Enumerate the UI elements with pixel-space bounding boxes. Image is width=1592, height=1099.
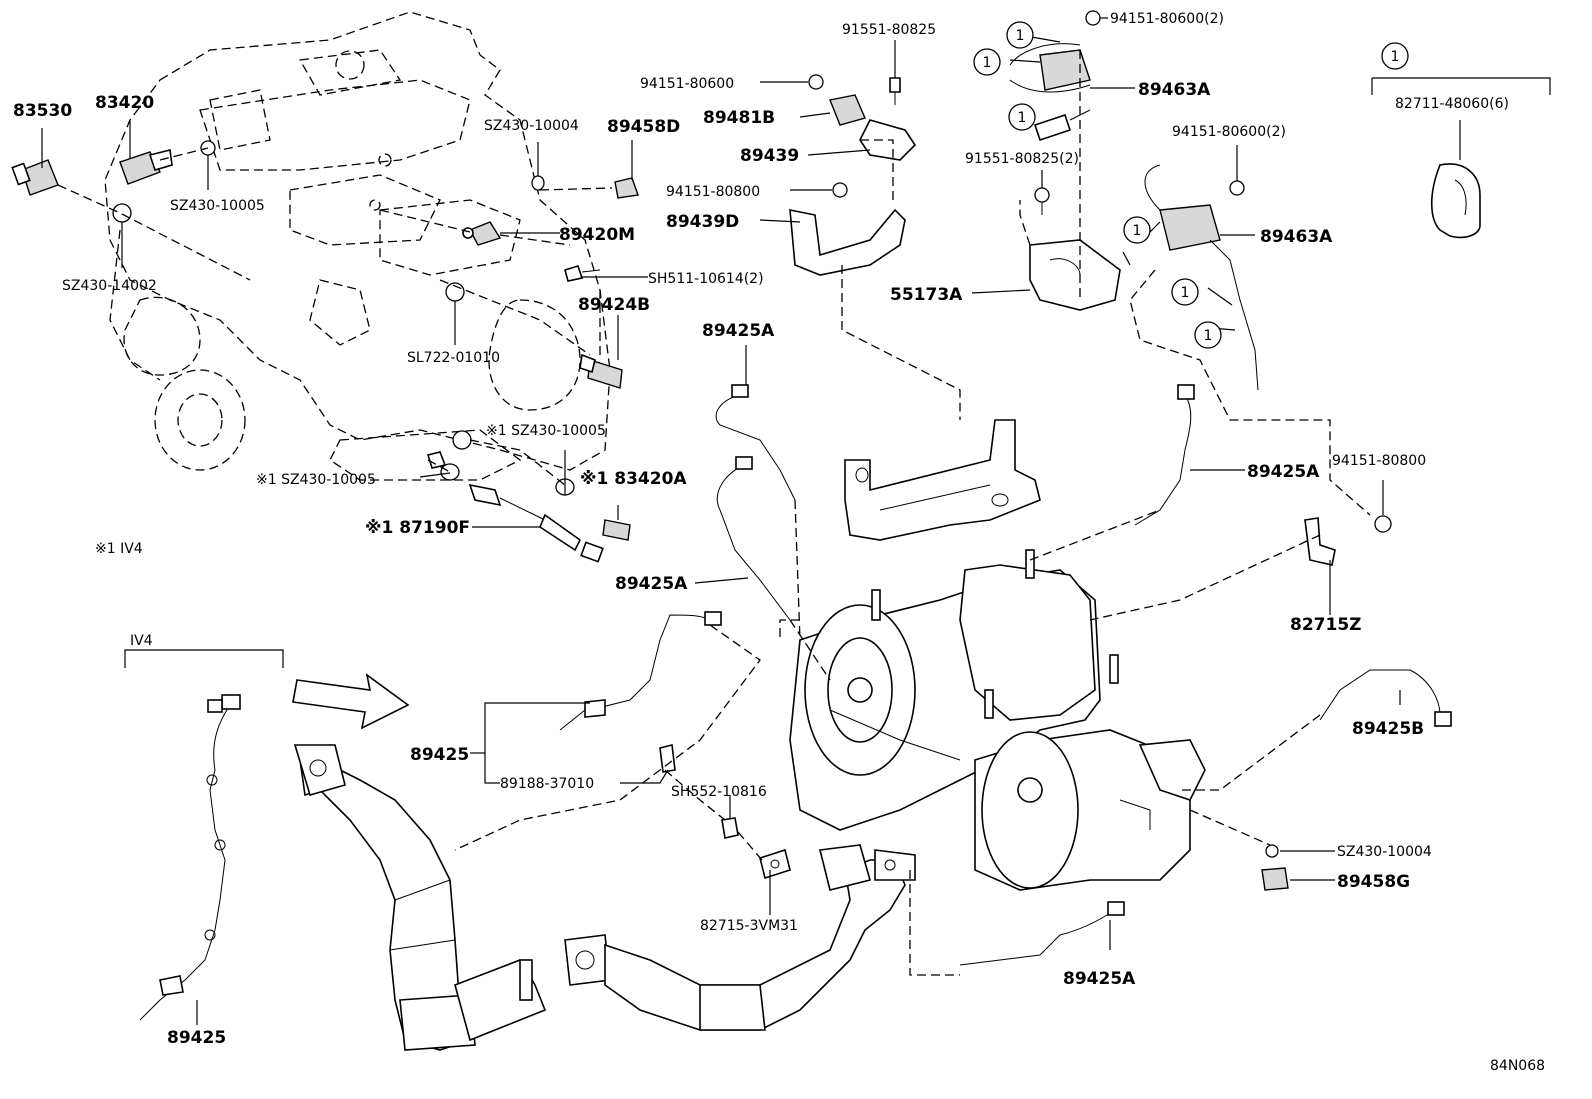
sensor-83420	[119, 149, 173, 185]
washer-sz430-10005-b	[452, 430, 472, 450]
label-82715-3vm31: 82715-3VM31	[700, 918, 798, 934]
label-91551-80825: 91551-80825	[842, 22, 936, 38]
svg-text:1: 1	[1016, 28, 1025, 44]
washer-sz430-14002	[112, 203, 132, 223]
label-89425a-top: 89425A	[702, 321, 775, 341]
label-89458g: 89458G	[1337, 872, 1410, 892]
sensor-89424b	[579, 353, 623, 389]
washer-sz430-10004-a	[531, 175, 545, 191]
label-89439: 89439	[740, 146, 799, 166]
label-sz430-10005-c: ※1 SZ430-10005	[256, 472, 376, 488]
engine-block-outline	[104, 11, 611, 481]
label-89463a-right: 89463A	[1260, 227, 1333, 247]
svg-text:1: 1	[1204, 328, 1213, 344]
label-89439d: 89439D	[666, 212, 739, 232]
label-sz430-10004-a: SZ430-10004	[484, 118, 579, 134]
label-sz430-14002: SZ430-14002	[62, 278, 157, 294]
sensor-89458g	[1261, 844, 1289, 891]
label-89463a-top: 89463A	[1138, 80, 1211, 100]
sensor-89458d	[614, 177, 639, 199]
label-sz430-10004-b: SZ430-10004	[1337, 844, 1432, 860]
diagram-code: 84N068	[1490, 1058, 1545, 1074]
washer-sz430-10005-d	[440, 463, 460, 481]
label-89425-mid: 89425	[410, 745, 469, 765]
label-89458d: 89458D	[607, 117, 680, 137]
label-sl722-01010: SL722-01010	[407, 350, 500, 366]
label-89188-37010: 89188-37010	[500, 776, 594, 792]
front-exhaust-pipe	[293, 743, 916, 1051]
bracket-55173a	[1029, 187, 1121, 311]
label-89425a-right: 89425A	[1247, 462, 1320, 482]
dashed-routing-lines	[57, 50, 1371, 976]
label-83420a: ※1 83420A	[580, 469, 687, 489]
label-89481b: 89481B	[703, 108, 775, 128]
svg-text:1: 1	[983, 55, 992, 71]
label-82715z: 82715Z	[1290, 615, 1361, 635]
svg-text:1: 1	[1391, 49, 1400, 65]
ref-markers: 1 1 1 1 1 1 1	[973, 21, 1409, 349]
footnote-iv4: ※1 IV4	[95, 541, 143, 557]
label-89425a-bottom: 89425A	[1063, 969, 1136, 989]
label-55173a: 55173A	[890, 285, 963, 305]
label-87190f: ※1 87190F	[365, 518, 470, 538]
label-82711-48060: 82711-48060(6)	[1395, 96, 1509, 112]
svg-text:1: 1	[1133, 223, 1142, 239]
label-89425a-mid: 89425A	[615, 574, 688, 594]
washer-sz430-10005-c	[426, 451, 447, 469]
label-94151-80800-a: 94151-80800	[666, 184, 760, 200]
heat-shield-bracket	[844, 419, 1041, 541]
label-sz430-10005-a: SZ430-10005	[170, 198, 265, 214]
svg-text:1: 1	[1181, 285, 1190, 301]
direction-arrow	[292, 673, 410, 730]
label-83420: 83420	[95, 93, 154, 113]
label-89424b: 89424B	[578, 295, 650, 315]
sensor-89420m	[462, 221, 502, 246]
sensor-83530	[11, 159, 59, 196]
label-sh552-10816: SH552-10816	[671, 784, 767, 800]
pressure-sensor-89463a-top	[1009, 10, 1101, 142]
iv4-bracket-label: IV4	[130, 633, 153, 649]
label-sh511-10614: SH511-10614(2)	[648, 271, 764, 287]
label-83530: 83530	[13, 101, 72, 121]
label-sz430-10005-b: ※1 SZ430-10005	[486, 423, 606, 439]
svg-text:1: 1	[1018, 110, 1027, 126]
clip-82711	[1430, 163, 1481, 239]
pressure-sensor-89463a-right	[1144, 164, 1259, 391]
label-94151-80800-b: 94151-80800	[1332, 453, 1426, 469]
vacuum-switch-group	[789, 74, 917, 276]
label-89425b: 89425B	[1352, 719, 1424, 739]
sensor-87190f	[468, 483, 604, 563]
iv4-sensor-89425	[139, 694, 241, 1021]
bolt-sh511	[564, 265, 601, 282]
label-94151-80600-a: 94151-80600	[640, 76, 734, 92]
label-94151-80600-2b: 94151-80600(2)	[1172, 124, 1286, 140]
part-labels: 83530 83420 SZ430-10005 SZ430-14002 SZ43…	[13, 11, 1545, 1074]
bracket-82715z	[1304, 515, 1392, 566]
label-89425-iv4: 89425	[167, 1028, 226, 1048]
sensor-83420a	[602, 519, 631, 541]
bolt-sh552-and-bracket	[721, 817, 791, 880]
catalytic-converter-assembly	[789, 549, 1206, 891]
label-91551-80825-2: 91551-80825(2)	[965, 151, 1079, 167]
exhaust-temp-sensor-wires	[559, 384, 1452, 966]
label-89420m: 89420M	[559, 225, 635, 245]
label-94151-80600-2a: 94151-80600(2)	[1110, 11, 1224, 27]
